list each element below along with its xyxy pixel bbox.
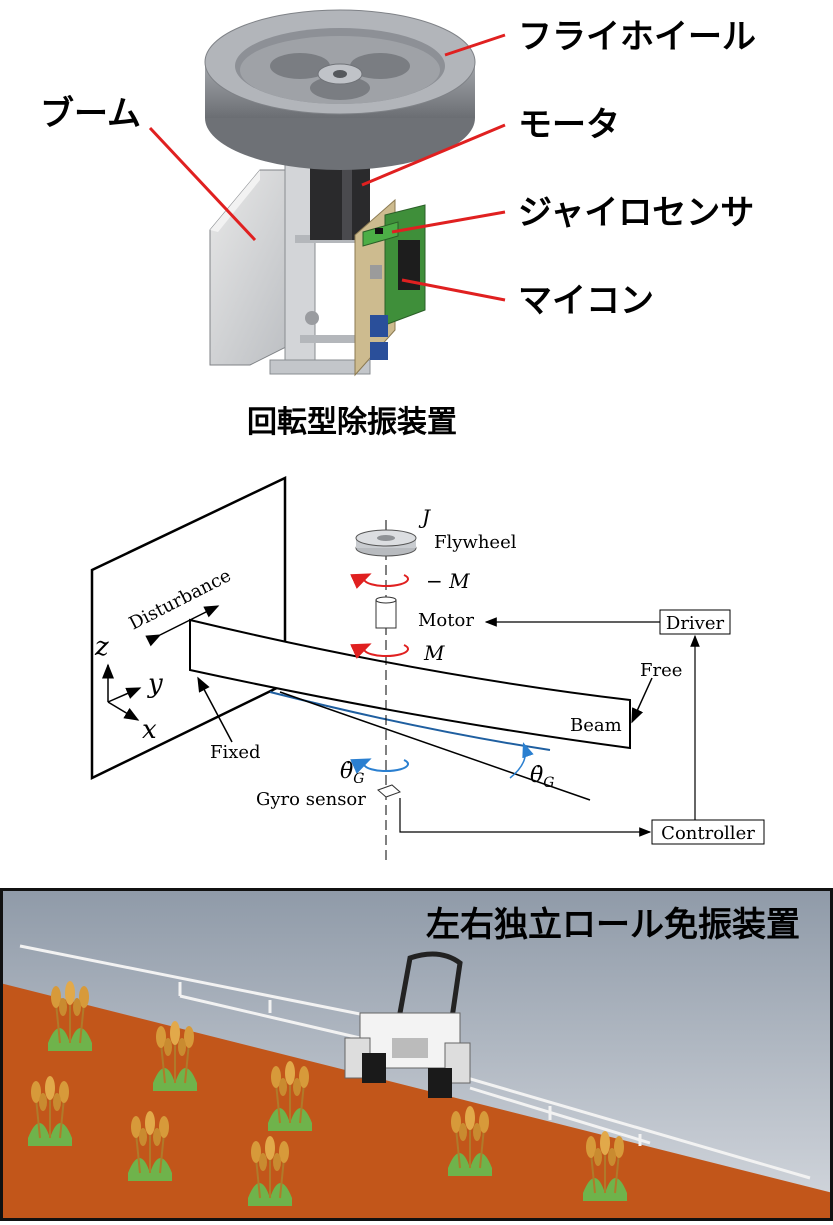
flywheel-label: Flywheel [434, 532, 517, 553]
boom-truss [19, 944, 811, 1180]
motor-label: Motor [418, 610, 474, 631]
gyro-rate-label-right: θ̇G [530, 763, 554, 791]
device-rendering: フライホイール ブーム モータ ジャイロセンサ マイコン 回転型除振装置 [40, 9, 756, 440]
controller-box [651, 819, 765, 845]
fixed-label: Fixed [210, 742, 261, 763]
field-scene: 左右独立ロール免振装置 [0, 887, 833, 1222]
disturbance-label: Disturbance [126, 565, 235, 634]
sloped-field [0, 983, 833, 1221]
motor-label: モータ [518, 105, 620, 145]
gyro-sensor-symbol [377, 784, 401, 798]
fixed-arrow [197, 676, 233, 743]
gyro-sensor-label: Gyro sensor [256, 789, 366, 810]
device-caption: 回転型除振装置 [247, 405, 457, 440]
microcontroller-board [354, 198, 426, 377]
beam [189, 618, 631, 801]
gyro-to-controller-line [399, 798, 652, 837]
free-arrow [631, 677, 653, 724]
coordinate-axes [102, 663, 142, 721]
schematic-panel: z y x Disturbance Beam Free Fixed J Flyw… [0, 460, 833, 880]
motor-symbol [375, 596, 397, 629]
boom-label: ブーム [40, 94, 141, 134]
fixed-wall [90, 476, 287, 780]
panel-border [0, 887, 833, 1222]
gyro-rate-label-left: θ̇G [340, 759, 364, 787]
microcontroller-label: マイコン [518, 281, 654, 321]
flywheel [204, 9, 476, 170]
gyro-sensor-board [362, 221, 399, 247]
driver-label: Driver [666, 613, 725, 634]
flywheel-symbol [355, 529, 417, 557]
flywheel-label: フライホイール [518, 17, 756, 57]
gyro-rate-arrow [350, 758, 409, 774]
vehicle [344, 951, 471, 1098]
reference-line [279, 691, 591, 801]
beam-rotation-arrow [509, 742, 534, 779]
leader-lines [148, 33, 506, 302]
negative-torque-label: − M [426, 569, 470, 593]
controller-label: Controller [661, 823, 755, 844]
scene-title: 左右独立ロール免振装置 [426, 905, 800, 945]
torque-label: M [423, 641, 445, 665]
gyro-sensor-label: ジャイロセンサ [518, 193, 754, 233]
inertia-label: J [418, 505, 431, 529]
field-scene-panel: 左右独立ロール免振装置 [0, 887, 833, 1222]
device-illustration-panel: フライホイール ブーム モータ ジャイロセンサ マイコン 回転型除振装置 [0, 0, 833, 460]
axis-z-label: z [94, 632, 109, 662]
axis-y-label: y [147, 669, 163, 699]
free-label: Free [640, 660, 682, 681]
torque-arrow [350, 643, 409, 659]
negative-torque-arrow [350, 573, 409, 589]
axis-x-label: x [142, 715, 157, 745]
schematic-diagram: z y x Disturbance Beam Free Fixed J Flyw… [90, 476, 765, 865]
beam-label: Beam [570, 715, 622, 736]
